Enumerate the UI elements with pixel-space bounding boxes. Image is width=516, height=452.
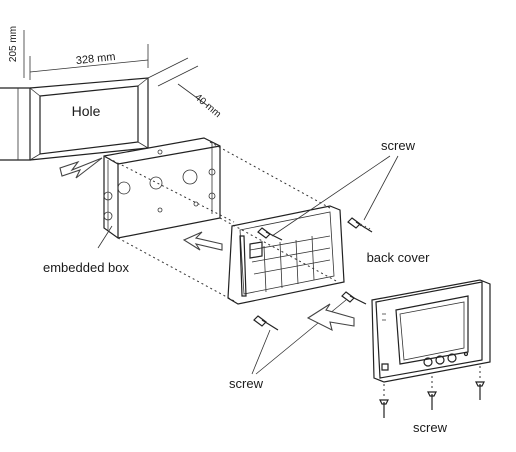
- screw-bottom-label: screw: [413, 420, 448, 435]
- wall-hole: Hole: [0, 77, 149, 161]
- width-dimension: 328 mm: [29, 44, 149, 80]
- height-dimension-label: 205 mm: [8, 26, 19, 62]
- screw-bottom-2: [427, 391, 437, 410]
- screw-guide-lines: [383, 366, 481, 398]
- embedded-box: embedded box: [43, 137, 221, 275]
- height-dimension: 205 mm: [8, 26, 25, 78]
- screw-bottom-1: [379, 399, 389, 418]
- depth-dimension-label: 40 mm: [192, 92, 222, 120]
- back-cover-label: back cover: [367, 250, 431, 265]
- screw-bottom-3: [475, 381, 485, 400]
- screw-left-label: screw: [229, 376, 264, 391]
- screw-back-cover-middle: [257, 227, 283, 241]
- screw-back-cover-lower: [341, 291, 367, 305]
- monitor-unit: [371, 279, 491, 383]
- embedded-box-label: embedded box: [43, 260, 130, 275]
- depth-dimension: 40 mm: [147, 57, 223, 120]
- screw-top-leader: [271, 155, 399, 237]
- hole-label: Hole: [72, 103, 101, 119]
- back-cover: [227, 205, 345, 305]
- insert-arrow-hole: [59, 157, 103, 179]
- screw-back-cover-top: [347, 217, 373, 233]
- embedded-box-leader: [97, 225, 113, 249]
- screw-left: [253, 315, 279, 331]
- screw-left-leader: [251, 299, 347, 375]
- guide-lines-box-to-cover: [103, 141, 339, 303]
- screw-top-label: screw: [381, 138, 416, 153]
- width-dimension-label: 328 mm: [75, 51, 116, 67]
- insert-arrow-box: [182, 231, 223, 251]
- insert-arrow-cover: [306, 303, 355, 332]
